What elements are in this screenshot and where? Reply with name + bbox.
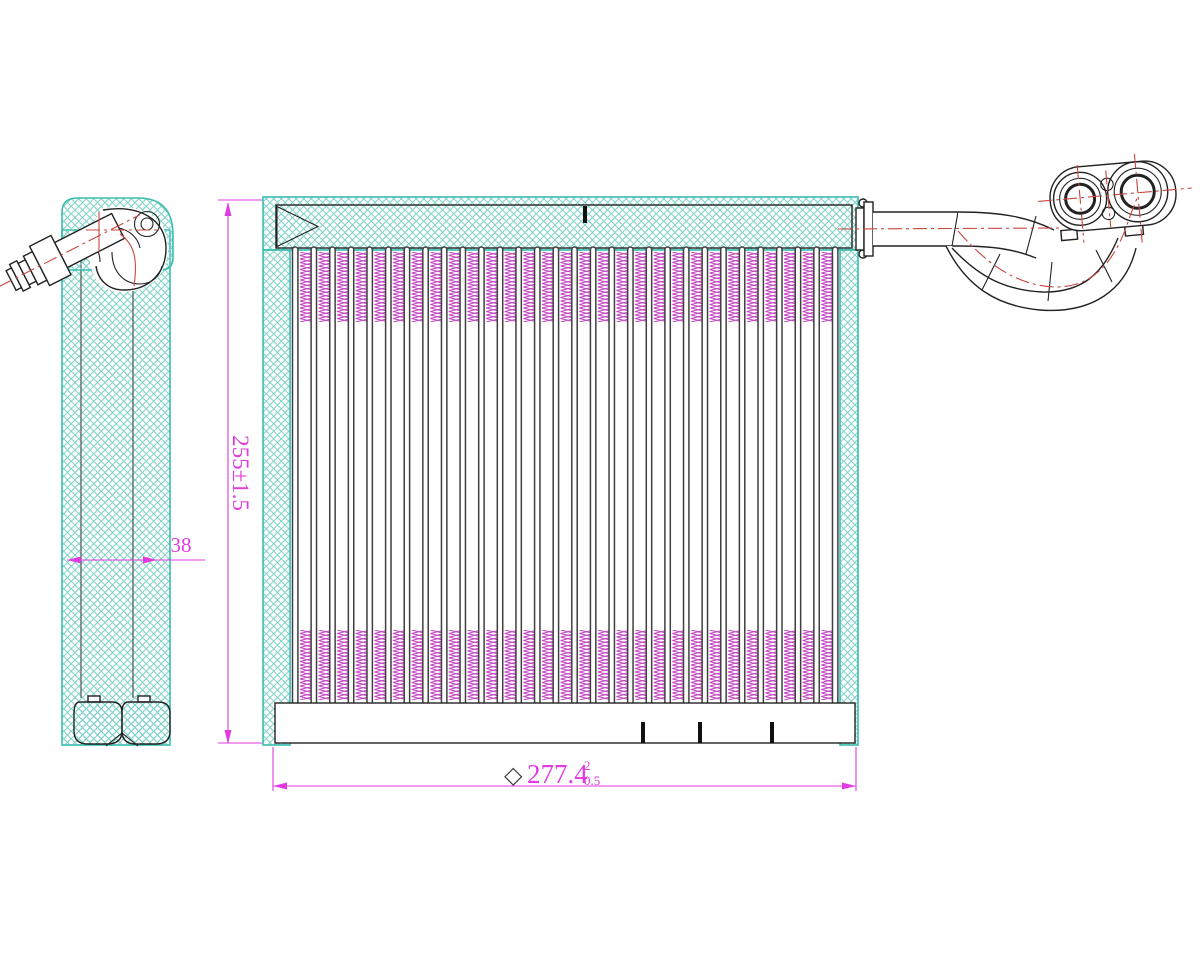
flange-tab — [1060, 228, 1079, 242]
dimension-width-tol-upper: 2 — [584, 758, 591, 773]
dimension-width: ◇ 277.4 2 0.5 — [272, 747, 857, 791]
tube — [813, 246, 821, 706]
tube — [626, 246, 634, 706]
flange-centerline — [1038, 187, 1192, 203]
curved-pipe-edge — [945, 245, 1137, 312]
left-tank — [73, 701, 123, 745]
tube — [310, 246, 318, 706]
tube — [608, 246, 616, 706]
tube — [664, 246, 672, 706]
flange-centerline — [1076, 164, 1085, 243]
arrowhead-right — [143, 556, 157, 564]
right-side-plate — [839, 249, 859, 746]
tube — [347, 246, 355, 706]
flange-centerline — [1105, 170, 1112, 228]
upper-pipe-edge — [957, 211, 1055, 231]
tube — [738, 246, 746, 706]
tube — [384, 246, 392, 706]
right-tank — [121, 701, 171, 745]
top-header-inner — [275, 204, 853, 249]
pipe-joint-line — [1025, 215, 1037, 255]
tube — [794, 246, 802, 706]
side-core-strip — [61, 229, 171, 746]
dimension-width-value: 277.4 — [527, 759, 588, 789]
tank-tab — [87, 695, 101, 703]
upper-pipe-edge — [957, 245, 1037, 259]
tube — [757, 246, 765, 706]
dimension-depth-label: 38 — [171, 533, 192, 557]
tube — [571, 246, 578, 706]
tube — [552, 246, 560, 706]
tube — [645, 246, 653, 706]
tube — [589, 246, 597, 706]
fin-band-bottom — [292, 630, 839, 700]
pipe-centerline — [837, 227, 1063, 230]
dimension-height: 255±1.5 — [218, 199, 262, 744]
tube — [496, 246, 504, 706]
tube — [682, 246, 690, 706]
fitting-centerline — [0, 214, 140, 287]
tube — [720, 246, 727, 706]
dimension-height-label: 255±1.5 — [228, 435, 253, 511]
inlet-fitting — [0, 212, 140, 293]
header-weld-tick — [583, 206, 587, 223]
elbow-loop-curve — [111, 251, 163, 285]
bottom-weld-tick — [698, 722, 702, 743]
tube — [831, 246, 839, 706]
tube — [422, 246, 429, 706]
dimension-width-tol-lower: 0.5 — [584, 773, 600, 788]
fin-band-top — [292, 252, 839, 322]
arrowhead-left — [67, 556, 81, 564]
elbow-centerline-curve — [119, 233, 137, 287]
mounting-flange — [1038, 153, 1192, 244]
tube — [533, 246, 541, 706]
arrowhead-left — [273, 782, 287, 790]
tube — [477, 246, 485, 706]
elbow-port-ring — [133, 210, 161, 238]
pipe-joint-line — [981, 253, 1001, 291]
arrowhead-up — [224, 202, 232, 216]
tube — [701, 246, 709, 706]
tube — [459, 246, 467, 706]
bottom-header — [274, 702, 856, 744]
tube — [515, 246, 523, 706]
tank-tab — [137, 695, 151, 703]
pipe-joint-line — [951, 211, 959, 247]
tube — [291, 246, 299, 706]
diamond-symbol: ◇ — [504, 763, 523, 789]
arrowhead-right — [842, 782, 856, 790]
flange-centerline — [1133, 153, 1143, 244]
top-header — [262, 196, 859, 251]
elbow-loop-curve — [117, 227, 141, 249]
arrowhead-down — [224, 730, 232, 744]
curved-pipe-fill — [946, 238, 1136, 311]
left-side-plate — [262, 249, 291, 746]
dimension-depth: 38 — [67, 533, 205, 564]
pipe-assembly — [837, 153, 1192, 312]
bottom-weld-tick — [770, 722, 774, 743]
side-view — [0, 197, 174, 747]
tube — [775, 246, 783, 706]
bottom-weld-tick — [641, 722, 645, 743]
bolt-hole — [1101, 206, 1116, 221]
tube — [403, 246, 411, 706]
pipe-joint-line — [1047, 261, 1053, 302]
curved-pipe-edge — [951, 237, 1119, 293]
header-notch — [276, 205, 320, 248]
elbow-outer-curve — [95, 208, 167, 291]
upper-pipe-fill — [958, 212, 1054, 258]
bottom-ticks — [641, 722, 774, 743]
tube — [440, 246, 448, 706]
tube — [366, 246, 374, 706]
tube — [328, 246, 336, 706]
tank-notch — [105, 732, 139, 747]
front-view — [262, 196, 859, 746]
pipe-centerline-curve — [957, 195, 1139, 288]
